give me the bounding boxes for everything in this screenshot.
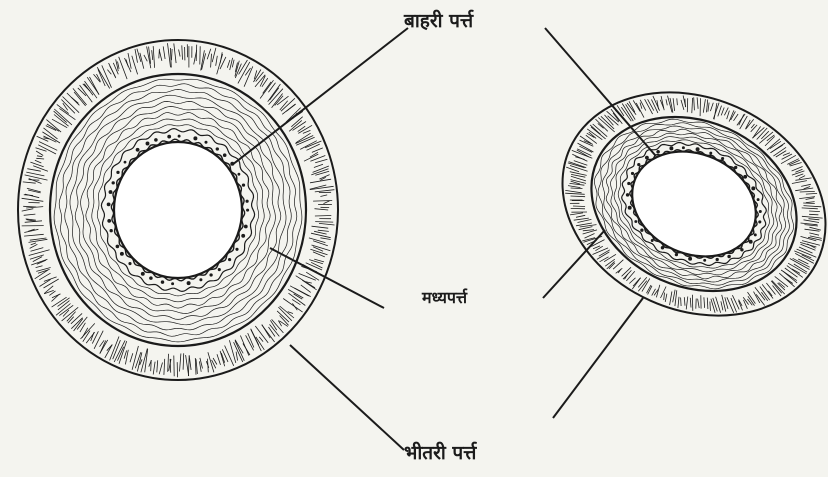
inner-dot [640, 229, 643, 232]
inner-dot [758, 220, 761, 223]
inner-dot [141, 272, 145, 276]
inner-dot [107, 202, 111, 206]
inner-dot [631, 172, 634, 175]
outer-layer-label: बाहरी पर्त्त [404, 12, 473, 31]
inner-layer-pointer-left [290, 345, 404, 450]
inner-dot [187, 281, 191, 285]
inner-dot [116, 245, 120, 249]
inner-dot [178, 135, 181, 138]
inner-dot [626, 193, 630, 197]
inner-dot [754, 233, 757, 236]
inner-dot [128, 262, 131, 265]
inner-dot [241, 234, 245, 238]
inner-layer-pointer-right [553, 298, 643, 418]
inner-dot [235, 248, 238, 251]
inner-dot [223, 153, 227, 157]
inner-dot [637, 163, 640, 166]
inner-dot [757, 198, 760, 201]
inner-layer-label: भीतरी पर्त्त [404, 444, 476, 463]
inner-dot [124, 161, 127, 164]
lumen [114, 142, 242, 278]
middle-layer-pointer-right [543, 230, 605, 298]
inner-dot [716, 258, 719, 261]
inner-dot [242, 183, 245, 186]
inner-dot [682, 146, 685, 149]
inner-dot [237, 173, 240, 176]
inner-dot [743, 175, 747, 179]
inner-dot [112, 181, 115, 184]
inner-dot [199, 278, 202, 281]
inner-dot [246, 209, 249, 212]
inner-dot [171, 282, 174, 285]
inner-dot [228, 258, 231, 261]
inner-dot [218, 268, 221, 271]
inner-dot [209, 273, 212, 276]
inner-dot [120, 252, 124, 256]
inner-dot [656, 150, 660, 154]
inner-dot [759, 210, 762, 213]
inner-dot [634, 220, 637, 223]
inner-dot [727, 255, 730, 258]
inner-dot [110, 229, 113, 232]
inner-dot [751, 186, 755, 190]
inner-dot [204, 141, 207, 144]
inner-dot [244, 225, 248, 229]
inner-dot [721, 157, 724, 160]
inner-dot [146, 142, 150, 146]
inner-dot [216, 147, 219, 150]
inner-dot [116, 171, 119, 174]
inner-dot [669, 146, 673, 150]
inner-dot [628, 206, 632, 210]
vein-cross-section [527, 52, 828, 356]
inner-dot [107, 219, 111, 223]
inner-dot [167, 135, 171, 139]
inner-dot [709, 152, 712, 155]
inner-dot [154, 138, 158, 142]
inner-dot [688, 257, 692, 261]
inner-dot [109, 190, 113, 194]
inner-dot [193, 136, 197, 140]
artery-cross-section [18, 40, 338, 380]
inner-dot [703, 259, 706, 262]
inner-dot [149, 276, 153, 280]
middle-layer-label: मध्यपर्त्त [422, 290, 467, 306]
inner-dot [246, 200, 249, 203]
inner-dot [627, 182, 630, 185]
inner-dot [696, 147, 700, 151]
inner-dot [161, 280, 164, 283]
inner-dot [136, 148, 140, 152]
